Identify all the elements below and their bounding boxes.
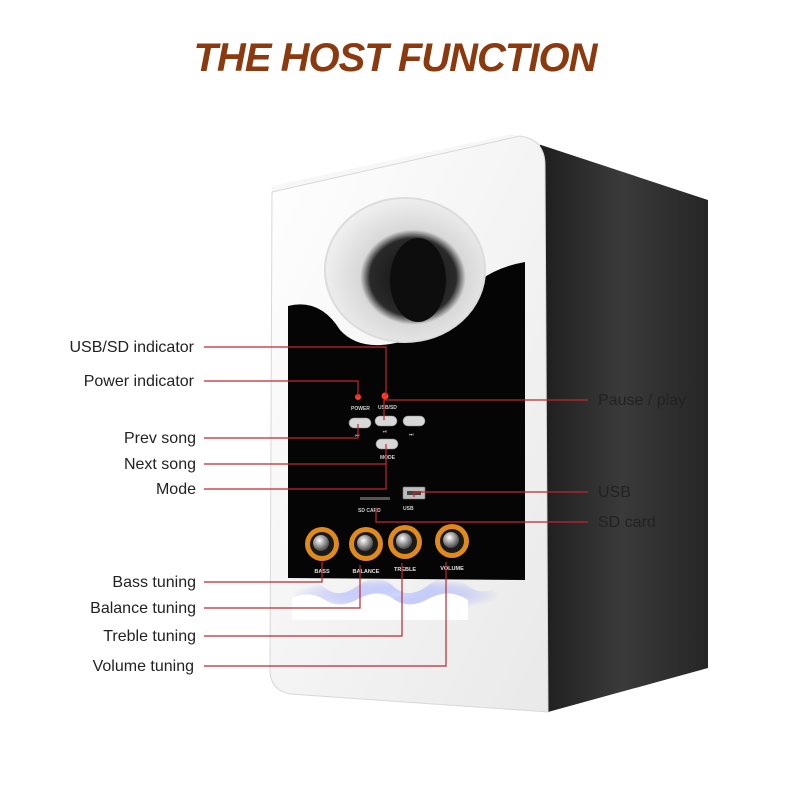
usbsd-label: USB/SD [378, 405, 397, 411]
mode-label: MODE [380, 455, 396, 461]
volume-tuning-leader-line [204, 562, 447, 667]
sd-card-label: SD card [598, 514, 656, 531]
horn-throat [390, 238, 446, 322]
volume-knob[interactable]: VOLUME [435, 524, 469, 572]
volume-tuning-label: Volume tuning [93, 658, 194, 675]
balance-knob-cap [357, 535, 373, 551]
cabinet-side [535, 143, 708, 712]
next-icon: ⏭ [409, 432, 414, 438]
sd-card-leader-line [375, 508, 588, 523]
pause-play-leader-line [383, 399, 588, 420]
mode-button[interactable] [375, 438, 399, 450]
balance-knob-label: BALANCE [353, 569, 380, 575]
bass-knob-cap [313, 535, 329, 551]
pause-play-label: Pause / play [598, 392, 686, 409]
mode-label: Mode [156, 481, 196, 498]
usb-sd-indicator-leader-line [204, 346, 387, 396]
treble-knob-cap [396, 533, 412, 549]
usbsd-indicator-led [381, 392, 389, 400]
balance-knob[interactable]: BALANCE [349, 527, 383, 575]
usb-leader-line [413, 491, 588, 497]
volume-knob-label: VOLUME [440, 566, 464, 572]
glow-cutout [292, 593, 468, 620]
prev-song-label: Prev song [124, 430, 196, 447]
play-pause-icon: ⏯ [383, 429, 387, 435]
power-indicator-label: Power indicator [84, 373, 195, 390]
mode-leader-line [204, 459, 387, 490]
treble-knob[interactable]: TREBLE [388, 525, 422, 573]
sdcard-label: SD CARD [358, 508, 381, 514]
usb-sd-indicator-label: USB/SD indicator [70, 339, 195, 356]
prev-song-button[interactable] [348, 417, 372, 429]
power-label: POWER [351, 406, 370, 412]
prev-song-leader-line [204, 424, 359, 439]
page-title: THE HOST FUNCTION [193, 36, 598, 80]
usb-label: USB [598, 484, 631, 501]
bass-tuning-leader-line [204, 562, 323, 583]
next-song-button[interactable] [402, 415, 426, 427]
pause-play-button[interactable] [374, 415, 398, 427]
sd-card-slot[interactable] [360, 497, 390, 500]
balance-tuning-leader-line [204, 565, 361, 609]
usb-port-label: USB [403, 506, 414, 512]
balance-tuning-label: Balance tuning [90, 600, 196, 617]
volume-knob-cap [443, 532, 459, 548]
bass-tuning-label: Bass tuning [112, 574, 196, 591]
power-indicator-leader-line [204, 380, 359, 397]
treble-tuning-label: Treble tuning [103, 628, 196, 645]
next-song-label: Next song [124, 456, 196, 473]
treble-knob-label: TREBLE [394, 567, 416, 573]
treble-tuning-leader-line [204, 563, 403, 637]
